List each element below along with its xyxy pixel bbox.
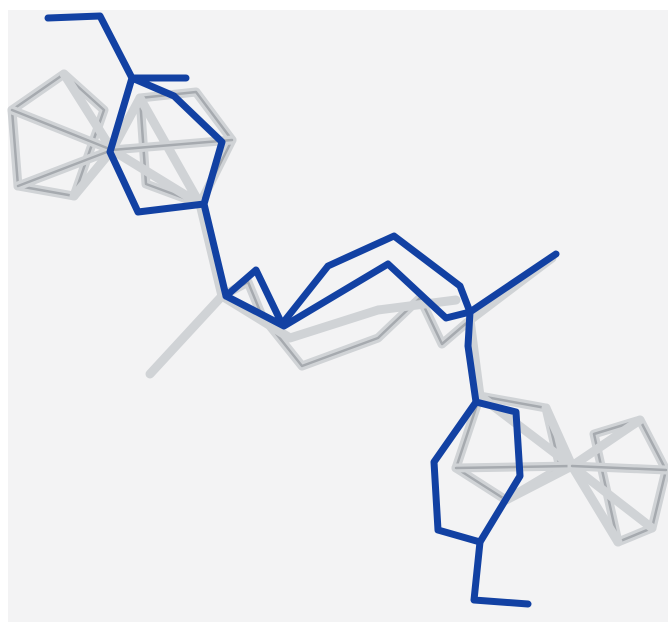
blue-lower-linker xyxy=(464,308,480,406)
blue-central-ring-lower xyxy=(222,260,474,330)
blue-structure xyxy=(44,12,560,608)
blue-bottom-chain xyxy=(470,538,532,608)
grey-central-chain xyxy=(145,199,557,401)
blue-upper-linker xyxy=(200,200,230,300)
blue-central-ring-upper xyxy=(222,232,474,328)
blue-right-branch xyxy=(466,250,560,316)
viewer-background xyxy=(8,10,668,622)
blue-top-chain xyxy=(44,12,190,82)
grey-lower-right-ring-b xyxy=(567,415,668,547)
grey-upper-left-ring-a xyxy=(7,69,117,201)
grey-lower-right-ring-a xyxy=(451,391,577,505)
